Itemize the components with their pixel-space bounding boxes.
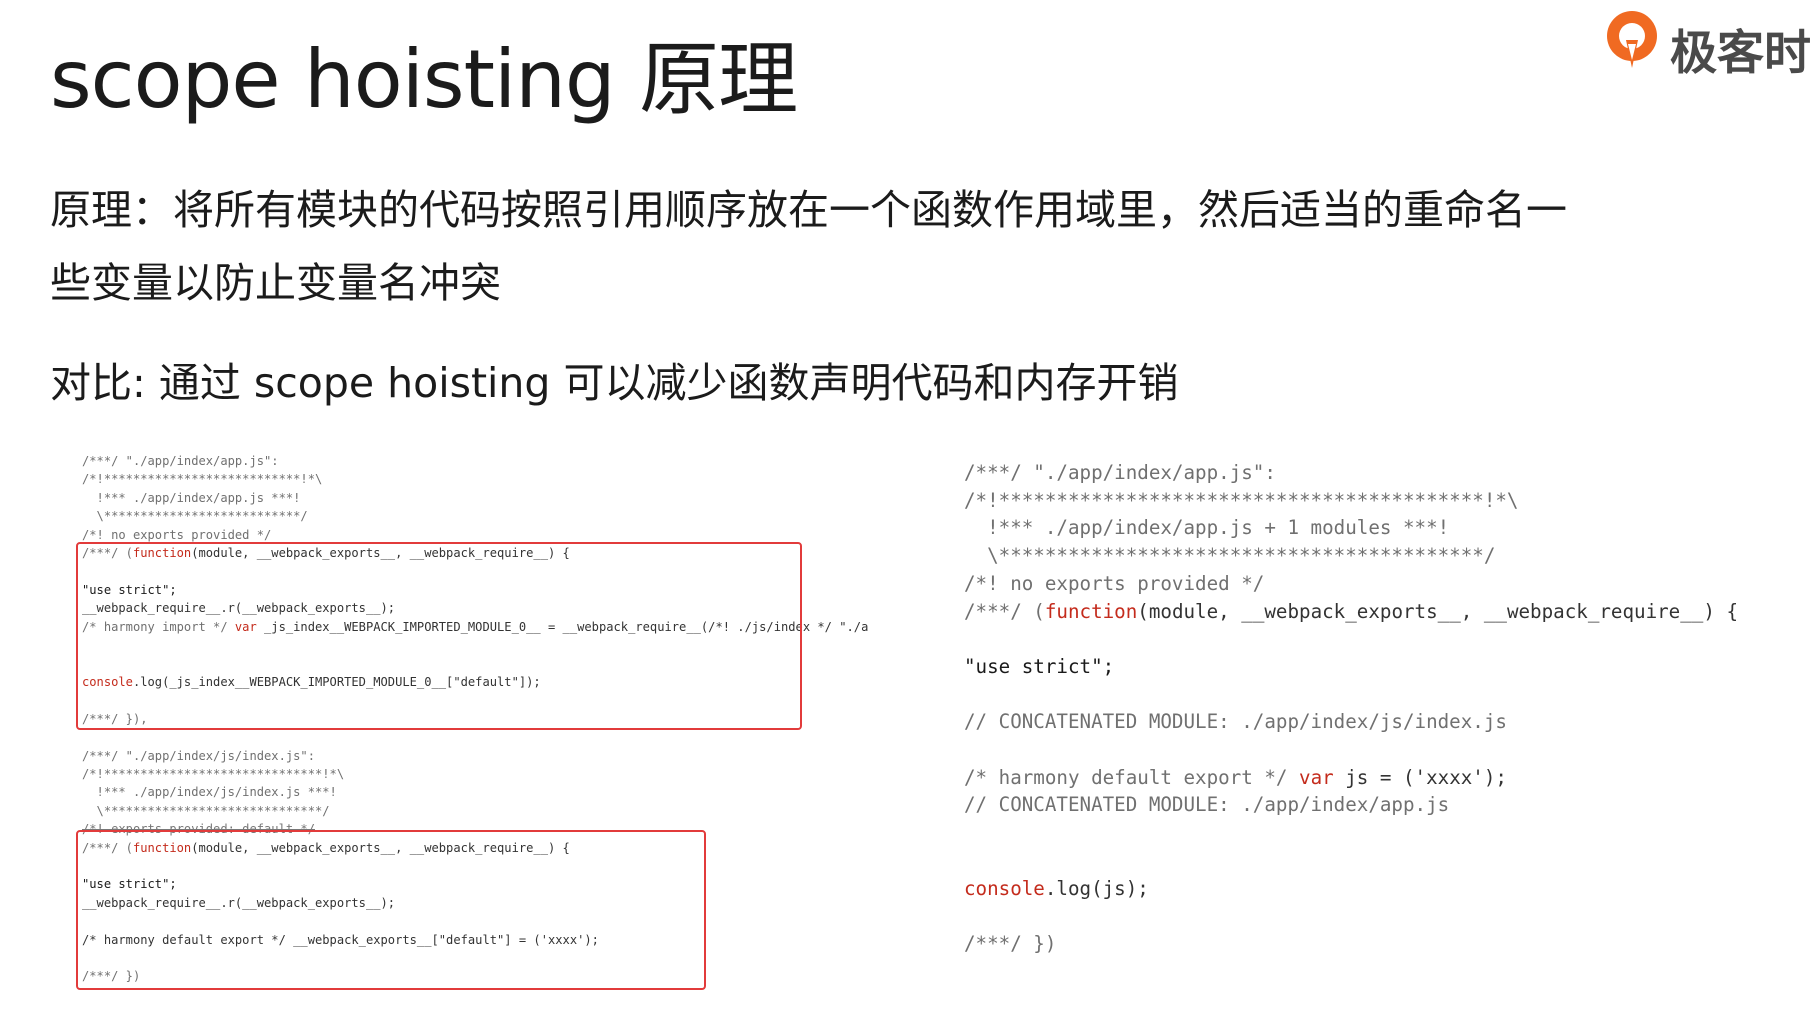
code-line: !*** ./app/index/app.js + 1 modules ***! xyxy=(964,516,1450,540)
comparison-line: 对比: 通过 scope hoisting 可以减少函数声明代码和内存开销 xyxy=(50,359,1179,407)
logo-text: 极客时 xyxy=(1670,26,1811,81)
code-line: // CONCATENATED MODULE: ./app/index/js/i… xyxy=(964,710,1507,734)
left-code-block: /***/ "./app/index/app.js": /*!**********… xyxy=(82,452,868,986)
code-line: !*** ./app/index/js/index.js ***! xyxy=(82,785,337,800)
code-line: /***/ }), xyxy=(82,711,148,726)
highlight-box-index-module xyxy=(76,830,706,990)
code-line: "use strict"; xyxy=(82,877,177,892)
code-line: /* harmony import */ var _js_index__WEBP… xyxy=(82,619,869,634)
highlight-box-app-module xyxy=(76,542,802,730)
code-line: !*** ./app/index/app.js ***! xyxy=(82,490,301,505)
code-line: // CONCATENATED MODULE: ./app/index/app.… xyxy=(964,793,1450,817)
principle-line-1: 原理：将所有模块的代码按照引用顺序放在一个函数作用域里，然后适当的重命名一 xyxy=(50,186,1567,234)
code-line: __webpack_require__.r(__webpack_exports_… xyxy=(82,601,396,616)
code-line: /***/ "./app/index/app.js": xyxy=(964,461,1276,484)
code-line: /***/ }) xyxy=(82,969,141,984)
principle-line-2: 些变量以防止变量名冲突 xyxy=(50,259,501,307)
code-line: /*! no exports provided */ xyxy=(82,527,272,542)
code-line: /*! no exports provided */ xyxy=(964,571,1265,595)
code-line: console.log(js); xyxy=(964,876,1149,900)
code-line: "use strict"; xyxy=(964,654,1115,678)
geektime-logo: 极客时 xyxy=(1602,4,1812,84)
code-line: /***/ (function(module, __webpack_export… xyxy=(964,599,1738,623)
slide-title: scope hoisting 原理 xyxy=(50,33,798,126)
code-line: console.log(_js_index__WEBPACK_IMPORTED_… xyxy=(82,674,541,689)
code-line: /*!*************************************… xyxy=(964,488,1519,512)
code-line: /* harmony default export */ __webpack_e… xyxy=(82,932,599,947)
code-line: /*!***************************!*\ xyxy=(82,472,323,487)
code-line: /***/ (function(module, __webpack_export… xyxy=(82,546,570,561)
right-code-block: /***/ "./app/index/app.js": /*!**********… xyxy=(964,459,1738,958)
left-code-panel: /***/ "./app/index/app.js": /*!**********… xyxy=(76,440,872,1000)
code-line: __webpack_require__.r(__webpack_exports_… xyxy=(82,895,396,910)
code-line: \***************************/ xyxy=(82,509,308,524)
code-line: \******************************/ xyxy=(82,803,330,818)
geektime-logo-icon xyxy=(1607,11,1657,68)
code-line: /***/ "./app/index/js/index.js": xyxy=(82,748,315,763)
code-line: /***/ (function(module, __webpack_export… xyxy=(82,840,570,855)
code-line: /***/ "./app/index/app.js": xyxy=(82,454,279,468)
code-line: /*!******************************!*\ xyxy=(82,766,345,781)
code-line: "use strict"; xyxy=(82,582,177,597)
code-line: /* harmony default export */ var js = ('… xyxy=(964,765,1507,789)
code-line: /*! exports provided: default */ xyxy=(82,822,315,837)
code-line: \***************************************… xyxy=(964,544,1496,568)
code-line: /***/ }) xyxy=(964,931,1057,955)
